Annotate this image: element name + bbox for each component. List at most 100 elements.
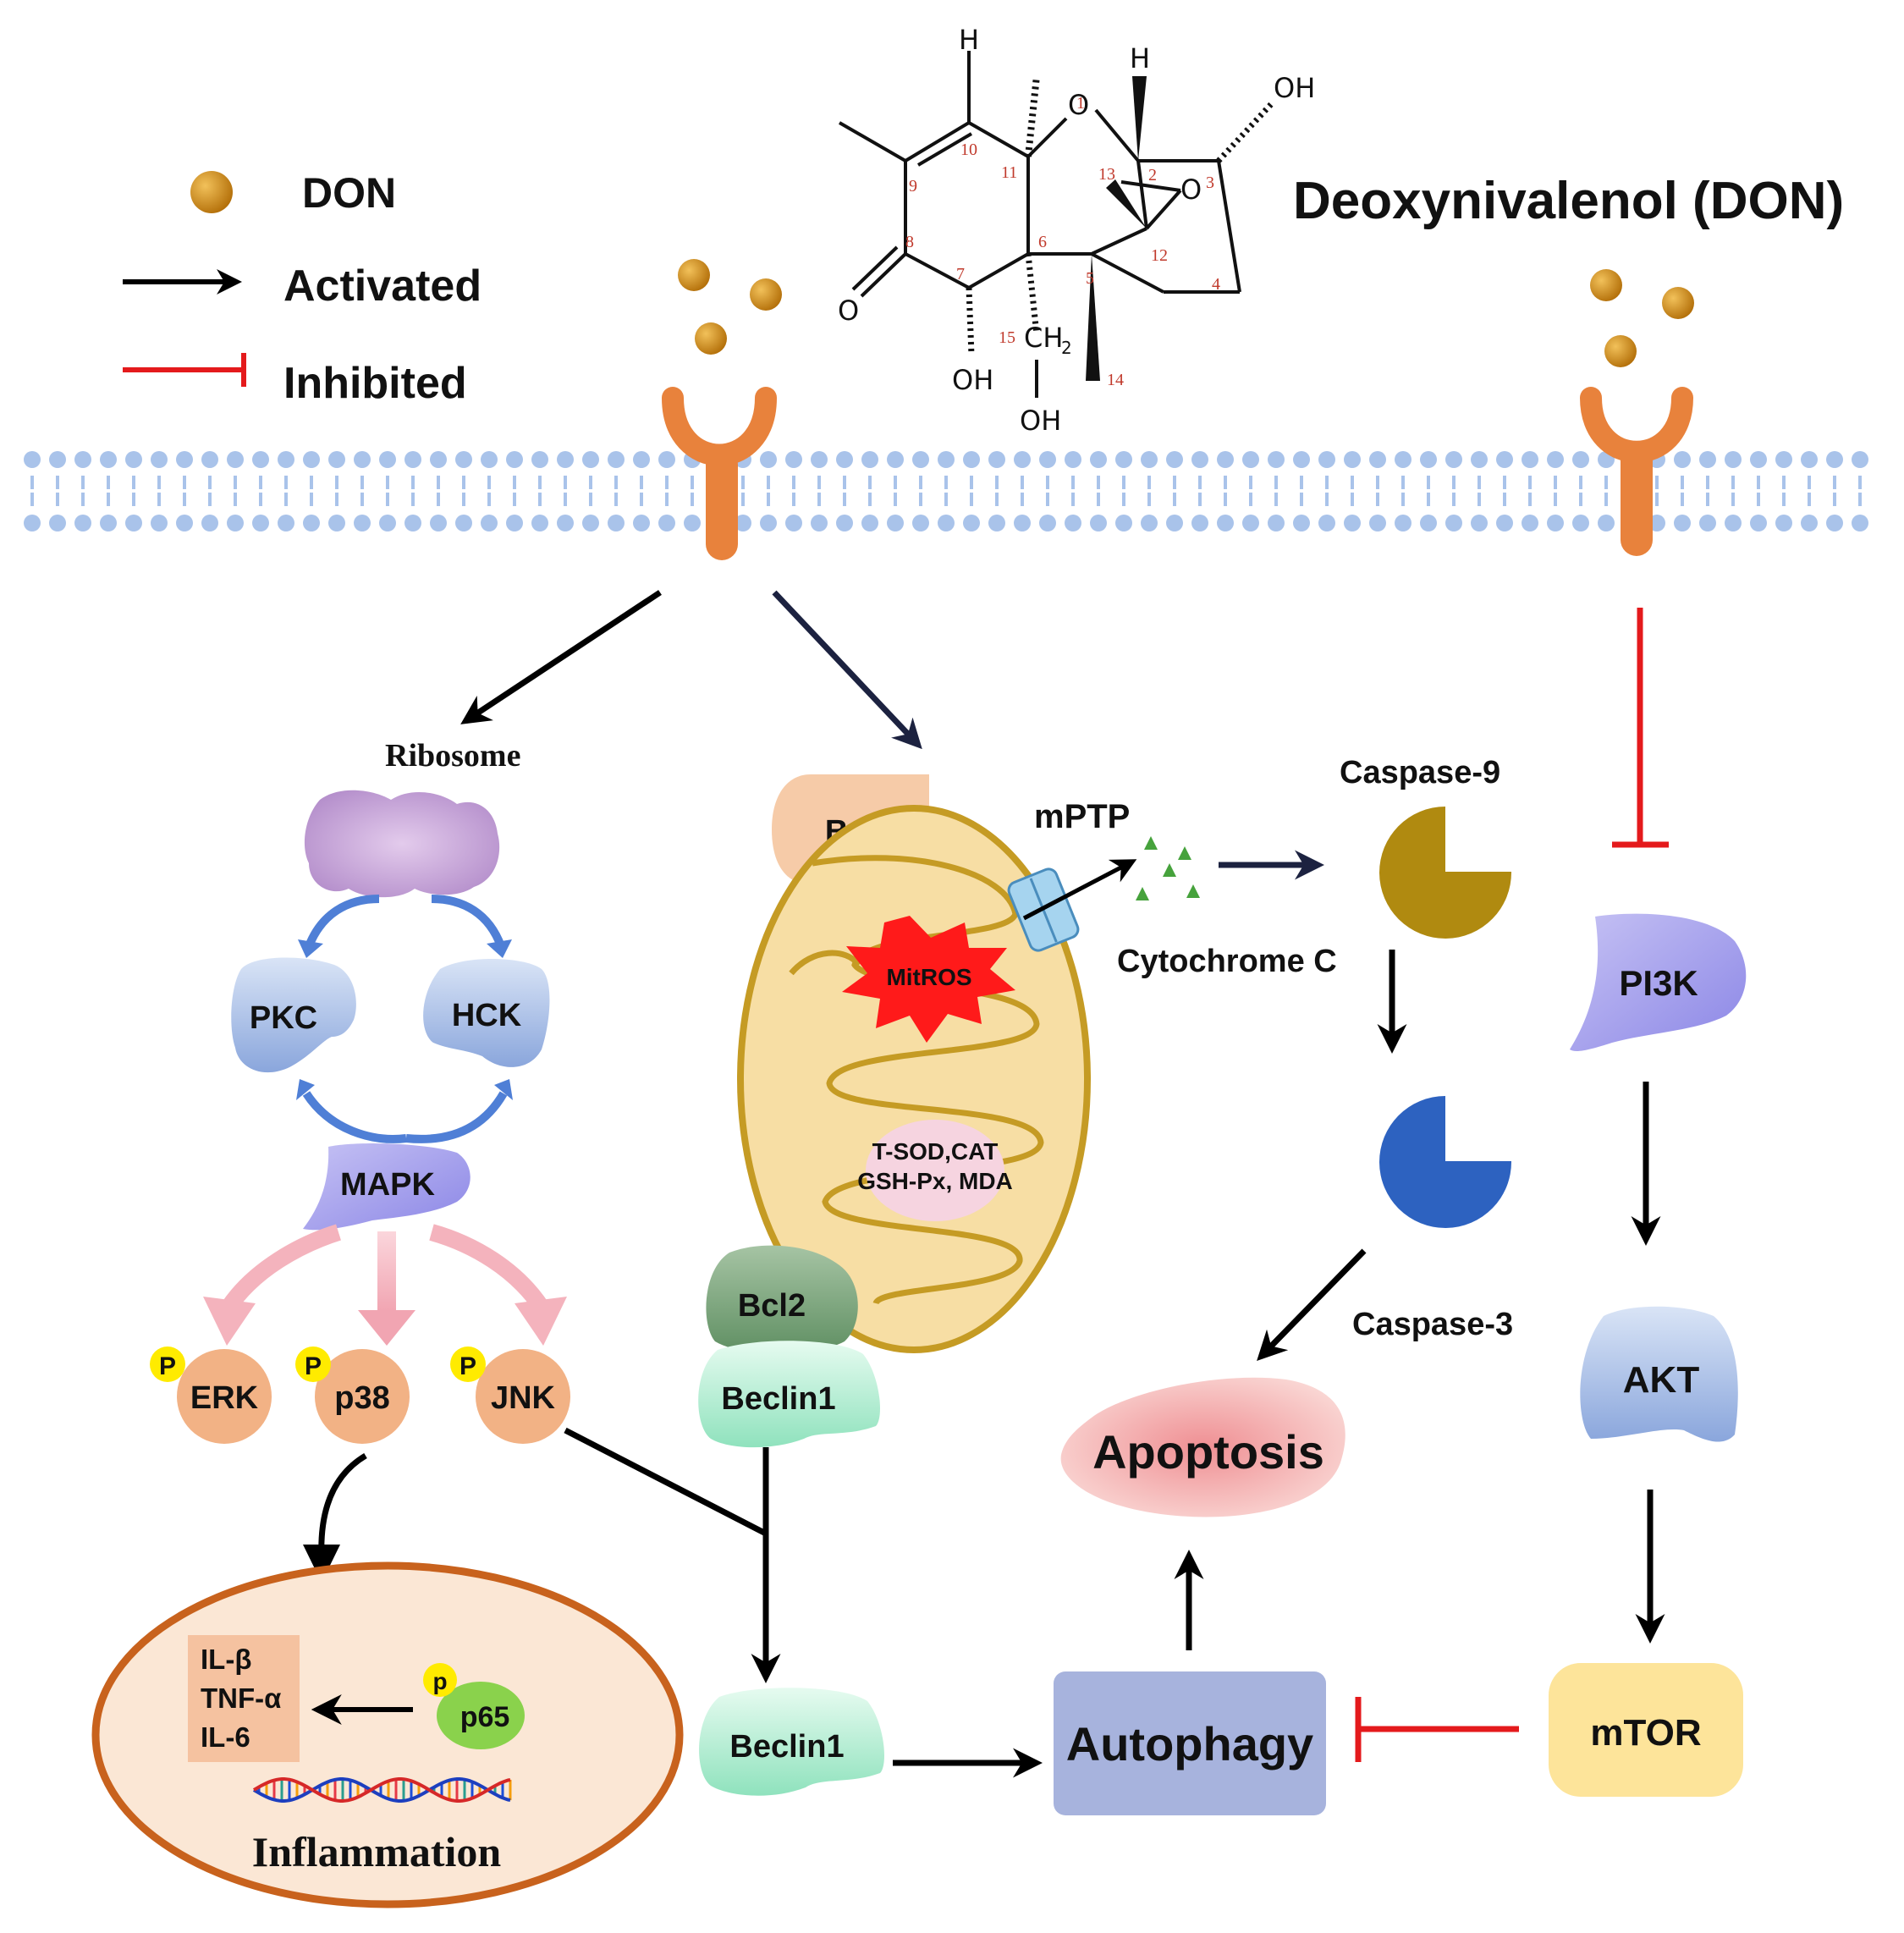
cytochrome-c-label: Cytochrome C <box>1117 944 1337 979</box>
ribosome-icon <box>304 790 500 898</box>
svg-text:4: 4 <box>1212 275 1220 294</box>
autophagy-box-icon <box>1054 1671 1326 1815</box>
don-particles <box>678 259 1694 367</box>
svg-text:O: O <box>1180 173 1202 206</box>
caspase9-icon <box>1379 807 1512 939</box>
arrow-mptp-release <box>1022 859 1137 921</box>
svg-text:H: H <box>959 24 979 56</box>
don-particle-icon <box>1604 335 1637 367</box>
svg-text:11: 11 <box>1001 163 1017 182</box>
cell-membrane <box>24 451 1868 531</box>
pkc-label: PKC <box>250 1000 317 1036</box>
apoptosis-shape-icon <box>1060 1377 1345 1517</box>
legend-don-label: DON <box>302 169 396 217</box>
legend-activated-label: Activated <box>283 262 482 311</box>
don-particle-icon <box>678 259 710 291</box>
mtor-label: mTOR <box>1590 1712 1701 1754</box>
arrow-receptor-to-mitochondria <box>772 590 922 750</box>
jnk-node: P JNK <box>450 1346 570 1444</box>
svg-text:9: 9 <box>909 177 917 196</box>
svg-text:2: 2 <box>1148 166 1157 184</box>
don-particle-icon <box>190 171 233 213</box>
p38-label: p38 <box>334 1380 389 1416</box>
svg-text:OH: OH <box>1274 72 1315 104</box>
bcl2-shape-icon <box>706 1245 858 1354</box>
apoptosis-label: Apoptosis <box>1092 1425 1324 1479</box>
mitros-burst-icon <box>842 916 1015 1043</box>
svg-text:8: 8 <box>905 233 914 251</box>
p65-phospho-label: p <box>432 1668 447 1694</box>
svg-text:14: 14 <box>1107 371 1124 389</box>
mtor-box-icon <box>1549 1663 1743 1797</box>
svg-text:2: 2 <box>1061 338 1072 358</box>
inhibit-mtor-autophagy <box>1355 1697 1519 1762</box>
svg-text:5: 5 <box>1086 269 1094 288</box>
p38-phospho-label: P <box>305 1352 322 1380</box>
p65-label: p65 <box>460 1701 510 1733</box>
caspase9-label: Caspase-9 <box>1340 755 1500 790</box>
beclin1-top-label: Beclin1 <box>721 1381 835 1417</box>
bcl2-label: Bcl2 <box>738 1288 806 1324</box>
cytochrome-c-triangles-icon <box>1136 836 1200 900</box>
cytokine-il-6: IL-6 <box>201 1721 250 1753</box>
mptp-label: mPTP <box>1034 798 1130 835</box>
legend: DON Activated Inhibited <box>123 169 482 408</box>
cytokine-il-beta: IL-β <box>201 1644 251 1675</box>
svg-text:O: O <box>838 295 859 327</box>
cytokine-box <box>188 1635 300 1762</box>
svg-text:13: 13 <box>1098 165 1115 184</box>
akt-label: AKT <box>1623 1359 1700 1401</box>
svg-text:6: 6 <box>1038 233 1047 251</box>
beclin1-bottom-shape-icon <box>699 1688 884 1796</box>
beclin1-bottom-label: Beclin1 <box>729 1729 844 1765</box>
antioxidants-line1: T-SOD,CAT <box>872 1138 999 1165</box>
p38-node: P p38 <box>295 1346 410 1444</box>
svg-text:10: 10 <box>960 140 977 159</box>
svg-text:O: O <box>1068 89 1089 121</box>
antioxidant-ellipse <box>866 1120 1004 1221</box>
don-structure <box>839 51 1276 398</box>
line-jnk-to-beclin1 <box>564 1427 768 1537</box>
hck-shape-icon <box>423 958 550 1067</box>
akt-shape-icon <box>1580 1306 1738 1442</box>
svg-text:CH: CH <box>1024 322 1063 354</box>
ribosome-cycle-arrows <box>296 895 513 1143</box>
molecule-title: Deoxynivalenol (DON) <box>1293 172 1844 230</box>
inflammation-cell: IL-β TNF-α IL-6 p p65 Inflammation <box>91 1561 684 1908</box>
svg-text:OH: OH <box>952 364 993 396</box>
pi3k-label: PI3K <box>1619 963 1698 1003</box>
svg-text:3: 3 <box>1206 173 1214 192</box>
don-particle-icon <box>750 278 782 311</box>
beclin1-top-shape-icon <box>698 1341 880 1448</box>
dna-icon <box>252 1777 512 1803</box>
inflammation-title: Inflammation <box>252 1828 502 1875</box>
cytokine-tnf-alpha: TNF-α <box>201 1682 281 1714</box>
svg-text:15: 15 <box>999 328 1015 347</box>
legend-inhibited-label: Inhibited <box>283 359 467 408</box>
don-particle-icon <box>695 322 727 355</box>
receptor-left-icon <box>662 387 777 560</box>
svg-text:7: 7 <box>956 265 965 284</box>
mapk-label: MAPK <box>340 1167 435 1203</box>
hck-label: HCK <box>452 998 522 1033</box>
arrow-caspase3-to-apoptosis <box>1257 1248 1367 1362</box>
caspase3-label: Caspase-3 <box>1352 1307 1513 1342</box>
svg-text:1: 1 <box>1076 94 1085 113</box>
mapk-shape-icon <box>303 1143 470 1231</box>
mitros-label: MitROS <box>886 964 971 990</box>
pi3k-shape-icon <box>1570 913 1747 1052</box>
p65-shape-icon <box>437 1682 525 1749</box>
don-particle-icon <box>1662 287 1694 319</box>
don-particle-icon <box>1590 269 1622 301</box>
pkc-shape-icon <box>231 957 356 1073</box>
inhibit-receptor-pi3k <box>1612 608 1669 848</box>
don-structure-labels: H H OH O O O OH CH 2 OH 1 2 3 4 5 6 7 8 … <box>838 24 1315 437</box>
arrow-receptor-to-ribosome <box>460 590 662 724</box>
erk-label: ERK <box>190 1380 259 1416</box>
mapk-pink-arrows <box>203 1224 567 1346</box>
svg-text:12: 12 <box>1151 246 1168 265</box>
autophagy-label: Autophagy <box>1066 1717 1313 1771</box>
jnk-label: JNK <box>491 1380 556 1416</box>
